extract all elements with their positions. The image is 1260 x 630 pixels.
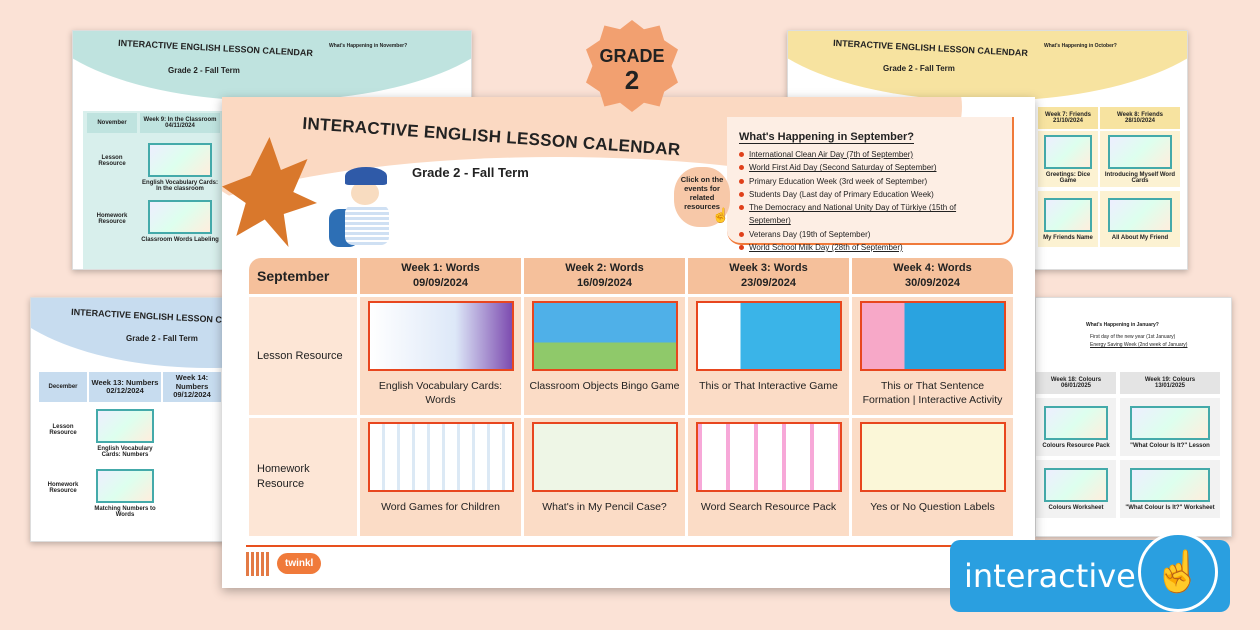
month-label: November: [87, 113, 137, 133]
qr-code-icon: [246, 552, 270, 576]
resource-item[interactable]: "What Colour Is It?" Lesson: [1120, 398, 1220, 456]
row-label-lesson: Lesson Resource: [249, 297, 357, 415]
resource-item[interactable]: Yes or No Question Labels: [852, 418, 1013, 536]
preview-subtitle: Grade 2 - Fall Term: [168, 66, 240, 75]
event-item: Students Day (Last day of Primary Educat…: [739, 188, 1000, 201]
row-label: Homework Resource: [96, 213, 128, 225]
grade-label: GRADE: [599, 46, 665, 66]
january-calendar-preview: What's Happening in January? First day o…: [1035, 297, 1232, 537]
girl-with-backpack-illustration: [329, 167, 397, 252]
row-label: Lesson Resource: [98, 155, 126, 167]
month-label: December: [39, 372, 87, 402]
events-panel: What's Happening in September? Internati…: [727, 117, 1014, 252]
resource-item[interactable]: Matching Numbers to Words: [89, 464, 161, 522]
row-label: Lesson Resource: [49, 424, 77, 436]
resource-item[interactable]: Greetings: Dice Game: [1038, 131, 1098, 187]
event-item[interactable]: World First Aid Day (Second Saturday of …: [739, 161, 1000, 174]
resource-item[interactable]: What's in My Pencil Case?: [524, 418, 685, 536]
grade-number: 2: [624, 65, 640, 95]
event-item[interactable]: First day of the new year (1st January): [1090, 334, 1176, 340]
event-item: Veterans Day (19th of September): [739, 228, 1000, 241]
interactive-label: interactive: [964, 557, 1136, 595]
resource-item[interactable]: All About My Friend: [1100, 191, 1180, 247]
resource-item[interactable]: Colours Resource Pack: [1036, 398, 1116, 456]
resource-item[interactable]: English Vocabulary Cards: In the classro…: [140, 139, 220, 195]
event-item[interactable]: Energy Saving Week (2nd week of January): [1090, 342, 1188, 348]
tap-hand-icon: ☝: [1138, 532, 1218, 612]
interactive-badge: interactive ☝: [950, 532, 1230, 612]
week-date: 04/11/2024: [165, 123, 195, 129]
event-item: Primary Education Week (3rd week of Sept…: [739, 175, 1000, 188]
september-calendar: INTERACTIVE ENGLISH LESSON CALENDAR Grad…: [222, 97, 1035, 588]
resource-item[interactable]: Classroom Words Labeling: [140, 193, 220, 249]
december-calendar-preview: INTERACTIVE ENGLISH LESSON CALENDAR Grad…: [30, 297, 226, 542]
events-heading: What's Happening in January?: [1086, 322, 1159, 328]
twinkl-logo: twinkl: [277, 553, 322, 574]
resource-item[interactable]: Colours Worksheet: [1036, 460, 1116, 518]
pointer-hand-icon: ☝: [712, 207, 730, 223]
week-title: Week 9: In the Classroom: [143, 117, 217, 123]
resource-item[interactable]: English Vocabulary Cards: Words: [360, 297, 521, 415]
resource-item[interactable]: Classroom Objects Bingo Game: [524, 297, 685, 415]
events-heading: What's Happening in October?: [1044, 43, 1117, 49]
events-heading: What's Happening in September?: [739, 131, 914, 144]
footer-divider: [246, 545, 1016, 547]
preview-subtitle: Grade 2 - Fall Term: [883, 64, 955, 73]
month-header: September: [249, 258, 357, 294]
resource-item[interactable]: This or That Interactive Game: [688, 297, 849, 415]
event-item[interactable]: International Clean Air Day (7th of Sept…: [739, 148, 1000, 161]
event-item[interactable]: World School Milk Day (28th of September…: [739, 241, 1000, 254]
row-label: Homework Resource: [47, 482, 79, 494]
click-hint-badge: Click on the events for related resource…: [674, 167, 730, 227]
event-item[interactable]: The Democracy and National Unity Day of …: [739, 201, 1000, 228]
resource-item[interactable]: Word Games for Children: [360, 418, 521, 536]
resource-item[interactable]: This or That Sentence Formation | Intera…: [852, 297, 1013, 415]
resource-item[interactable]: English Vocabulary Cards: Numbers: [89, 404, 161, 462]
events-heading: What's Happening in November?: [329, 43, 408, 49]
resource-item[interactable]: "What Colour Is It?" Worksheet: [1120, 460, 1220, 518]
preview-subtitle: Grade 2 - Fall Term: [126, 334, 198, 343]
resource-item[interactable]: Introducing Myself Word Cards: [1100, 131, 1180, 187]
resource-item[interactable]: Word Search Resource Pack: [688, 418, 849, 536]
row-label-homework: Homework Resource: [249, 418, 357, 536]
resource-item[interactable]: My Friends Name: [1038, 191, 1098, 247]
page-subtitle: Grade 2 - Fall Term: [412, 165, 529, 180]
